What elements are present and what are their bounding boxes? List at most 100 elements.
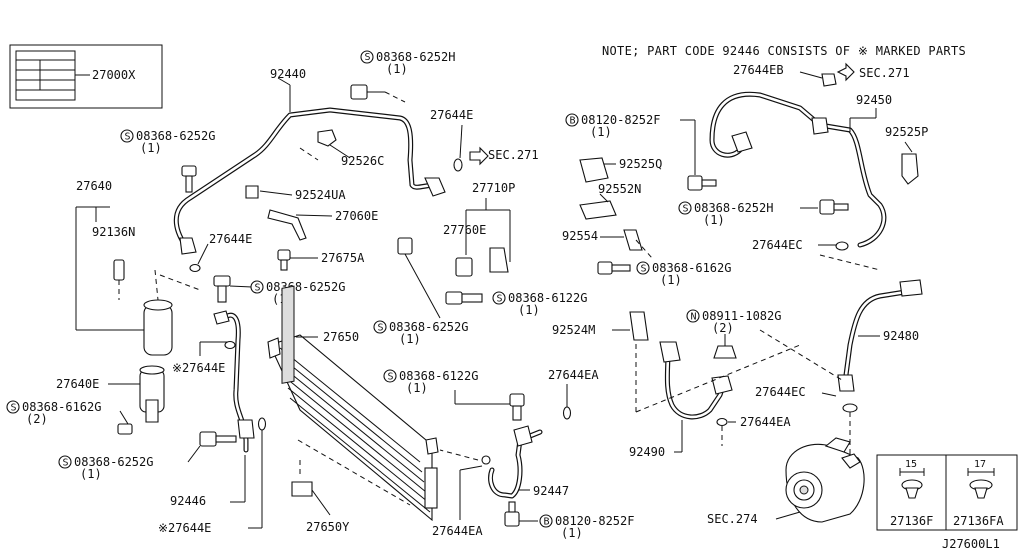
compressor-sec274: SEC.274 — [707, 437, 865, 526]
svg-text:27644EA: 27644EA — [432, 524, 483, 538]
svg-text:17: 17 — [974, 459, 986, 470]
screw-08368-6162G-right: S 08368-6162G (1) — [597, 261, 731, 287]
svg-text:S: S — [365, 52, 371, 63]
svg-text:(1): (1) — [561, 526, 583, 540]
bracket-27640E: 27640E — [56, 365, 165, 423]
screw-08368-6162G-left: S 08368-6162G (2) — [6, 400, 133, 435]
bolt-08120-8252F-top: B 08120-8252F (1) — [565, 113, 717, 191]
condenser-27650: 27650 — [267, 285, 439, 522]
svg-text:(1): (1) — [386, 62, 408, 76]
svg-text:27650Y: 27650Y — [306, 520, 350, 534]
oring-27644E-left: 27644E — [189, 232, 252, 273]
svg-text:27644EC: 27644EC — [752, 238, 803, 252]
svg-text:15: 15 — [905, 459, 917, 470]
bracket-27060E: 27060E — [267, 209, 378, 241]
svg-text:SEC.271: SEC.271 — [488, 148, 539, 162]
svg-text:(2): (2) — [26, 412, 48, 426]
nut-08911-1082G: N 08911-1082G (2) — [686, 309, 781, 359]
svg-text:27644EA: 27644EA — [740, 415, 791, 429]
svg-text:(1): (1) — [399, 332, 421, 346]
svg-text:92525Q: 92525Q — [619, 157, 662, 171]
pipe-92440: 92440 — [173, 67, 446, 255]
svg-text:S: S — [125, 132, 131, 143]
svg-text:08368-6252G: 08368-6252G — [74, 455, 153, 469]
svg-text:08368-6162G: 08368-6162G — [652, 261, 731, 275]
svg-text:92554: 92554 — [562, 229, 598, 243]
svg-text:27136F: 27136F — [890, 514, 933, 528]
screw-08368-6122G-low: S 08368-6122G (1) — [383, 369, 525, 421]
pipe-92450: 92450 — [709, 91, 892, 248]
svg-text:27136FA: 27136FA — [953, 514, 1004, 528]
svg-text:※27644E: ※27644E — [172, 361, 225, 375]
svg-text:08368-6252G: 08368-6252G — [389, 320, 468, 334]
svg-text:27640E: 27640E — [56, 377, 99, 391]
svg-text:27675A: 27675A — [321, 251, 365, 265]
svg-text:27640: 27640 — [76, 179, 112, 193]
diagram-code: J27600L1 — [942, 537, 1000, 551]
svg-text:(1): (1) — [140, 141, 162, 155]
svg-text:92446: 92446 — [170, 494, 206, 508]
svg-text:S: S — [255, 283, 261, 294]
oring-27644EA-right: 27644EA — [716, 415, 791, 446]
screw-08368-6252G-center: S 08368-6252G (1) — [373, 237, 468, 346]
svg-text:92440: 92440 — [270, 67, 306, 81]
svg-text:92552N: 92552N — [598, 182, 641, 196]
pipe-92447: 92447 — [488, 425, 569, 499]
svg-text:92490: 92490 — [629, 445, 665, 459]
svg-text:92447: 92447 — [533, 484, 569, 498]
svg-text:S: S — [11, 403, 17, 414]
svg-text:S: S — [63, 458, 69, 469]
svg-text:(1): (1) — [406, 381, 428, 395]
svg-text:27644E: 27644E — [430, 108, 473, 122]
svg-text:S: S — [378, 323, 384, 334]
bolt-27675A: 27675A — [277, 249, 365, 271]
pipe-92490: 92490 — [629, 329, 843, 459]
svg-text:08368-6252H: 08368-6252H — [694, 201, 773, 215]
oring-27644E-mark-low: ※27644E — [158, 417, 267, 535]
svg-text:08911-1082G: 08911-1082G — [702, 309, 781, 323]
svg-text:92524M: 92524M — [552, 323, 595, 337]
screw-08368-6252G-mid: S 08368-6252G (1) — [213, 275, 345, 306]
oring-27644EC-top: 27644EC — [752, 238, 881, 271]
oring-27644E-mark: ※27644E — [172, 340, 236, 375]
svg-text:08120-8252F: 08120-8252F — [555, 514, 634, 528]
oring-27644EC-low: 27644EC — [755, 385, 858, 440]
svg-text:92480: 92480 — [883, 329, 919, 343]
svg-text:27644EC: 27644EC — [755, 385, 806, 399]
screw-08368-6252H-right: S 08368-6252H (1) — [678, 199, 849, 227]
svg-text:B: B — [544, 517, 550, 528]
svg-text:N: N — [691, 312, 697, 323]
svg-text:SEC.274: SEC.274 — [707, 512, 758, 526]
screw-08368-6252H-top: S 08368-6252H (1) — [350, 50, 455, 103]
svg-text:08368-6252H: 08368-6252H — [376, 50, 455, 64]
svg-text:08120-8252F: 08120-8252F — [581, 113, 660, 127]
svg-text:(1): (1) — [703, 213, 725, 227]
svg-text:※27644E: ※27644E — [158, 521, 211, 535]
clip-92525P: 92525P — [885, 125, 928, 185]
svg-text:92525P: 92525P — [885, 125, 928, 139]
svg-text:27644EB: 27644EB — [733, 63, 784, 77]
svg-text:(1): (1) — [518, 303, 540, 317]
bracket-92554: 92554 — [562, 229, 653, 259]
pipe-92446: 92446 — [170, 310, 255, 508]
note-text: NOTE; PART CODE 92446 CONSISTS OF ※ MARK… — [602, 44, 966, 58]
oring-27644EA-center: 27644EA — [548, 368, 599, 420]
svg-text:S: S — [497, 294, 503, 305]
svg-text:08368-6122G: 08368-6122G — [508, 291, 587, 305]
bracket-27650Y: 27650Y — [291, 481, 350, 534]
screw-08368-6122G-mid: S 08368-6122G (1) — [445, 291, 587, 317]
svg-text:92450: 92450 — [856, 93, 892, 107]
svg-text:27060E: 27060E — [335, 209, 378, 223]
label-box-27000X: 27000X — [9, 44, 163, 109]
svg-text:92524UA: 92524UA — [295, 188, 346, 202]
svg-text:(1): (1) — [80, 467, 102, 481]
screw-08368-6252G-low: S 08368-6252G (1) — [58, 431, 237, 481]
clip-92526C: 92526C — [299, 129, 384, 168]
svg-text:08368-6252G: 08368-6252G — [136, 129, 215, 143]
oring-27644EA-low: 27644EA — [432, 449, 491, 538]
pipe-92480: 92480 — [837, 279, 923, 392]
bracket-92524UA: 92524UA — [245, 185, 346, 202]
svg-text:27650: 27650 — [323, 330, 359, 344]
svg-text:S: S — [683, 204, 689, 215]
